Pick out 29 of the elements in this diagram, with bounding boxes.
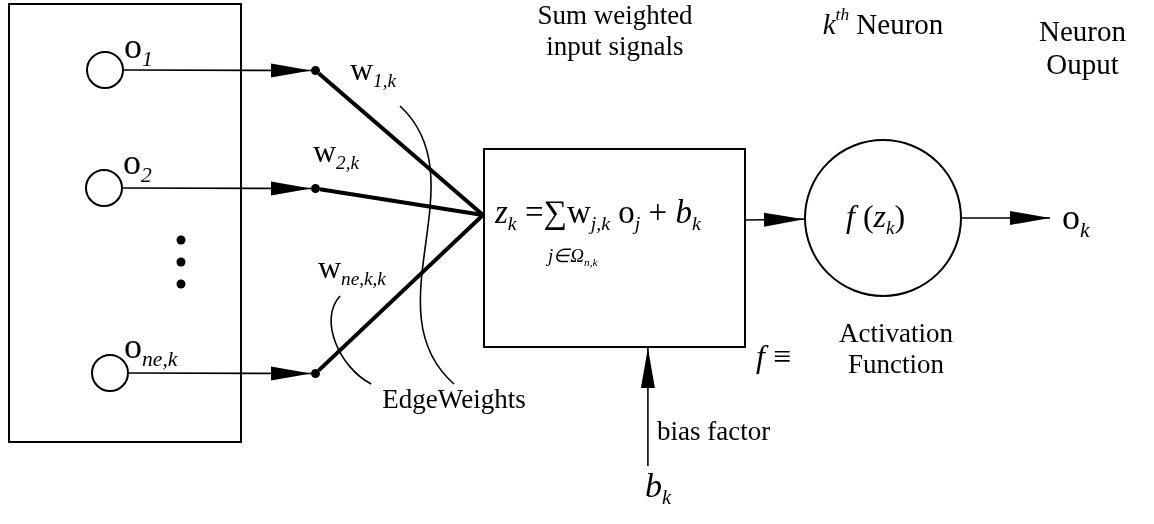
junction-dot <box>311 184 320 193</box>
input-node-circle <box>86 51 124 89</box>
equivalence-symbol: f ≡ <box>756 338 791 375</box>
summation-index: j∈Ω$_{n,k}$ <box>548 246 598 267</box>
activation-function-label: Activation Function <box>838 318 954 381</box>
leader-line <box>399 105 455 385</box>
arrow <box>745 212 805 227</box>
junction-dot <box>311 66 320 75</box>
arrow <box>128 366 312 381</box>
arrow <box>640 347 655 467</box>
connector-line <box>317 213 485 372</box>
activation-formula: f (z$_{k}$) <box>846 199 906 235</box>
neuron-heading: k$^{th}$ Neuron <box>821 8 945 42</box>
output-heading: Neuron Ouput <box>1038 15 1127 82</box>
arrow <box>122 181 312 196</box>
arrow <box>123 63 312 78</box>
input-label: o$_{2}$ <box>123 142 152 184</box>
arrow <box>961 211 1051 225</box>
output-symbol: o$_{k}$ <box>1062 198 1090 238</box>
bias-label: bias factor <box>657 416 771 448</box>
input-node-circle <box>85 169 123 207</box>
leader-line <box>330 295 372 385</box>
edge-weights-label: EdgeWeights <box>362 384 546 424</box>
box-heading: Sum weighted input signals <box>536 0 694 63</box>
bias-symbol: b$_{k}$ <box>634 466 682 520</box>
input-label: o$_{1}$ <box>124 26 153 68</box>
input-layer-box <box>8 3 242 443</box>
junction-dot <box>311 369 320 378</box>
input-label: o$_{ne,k}$ <box>124 326 178 368</box>
